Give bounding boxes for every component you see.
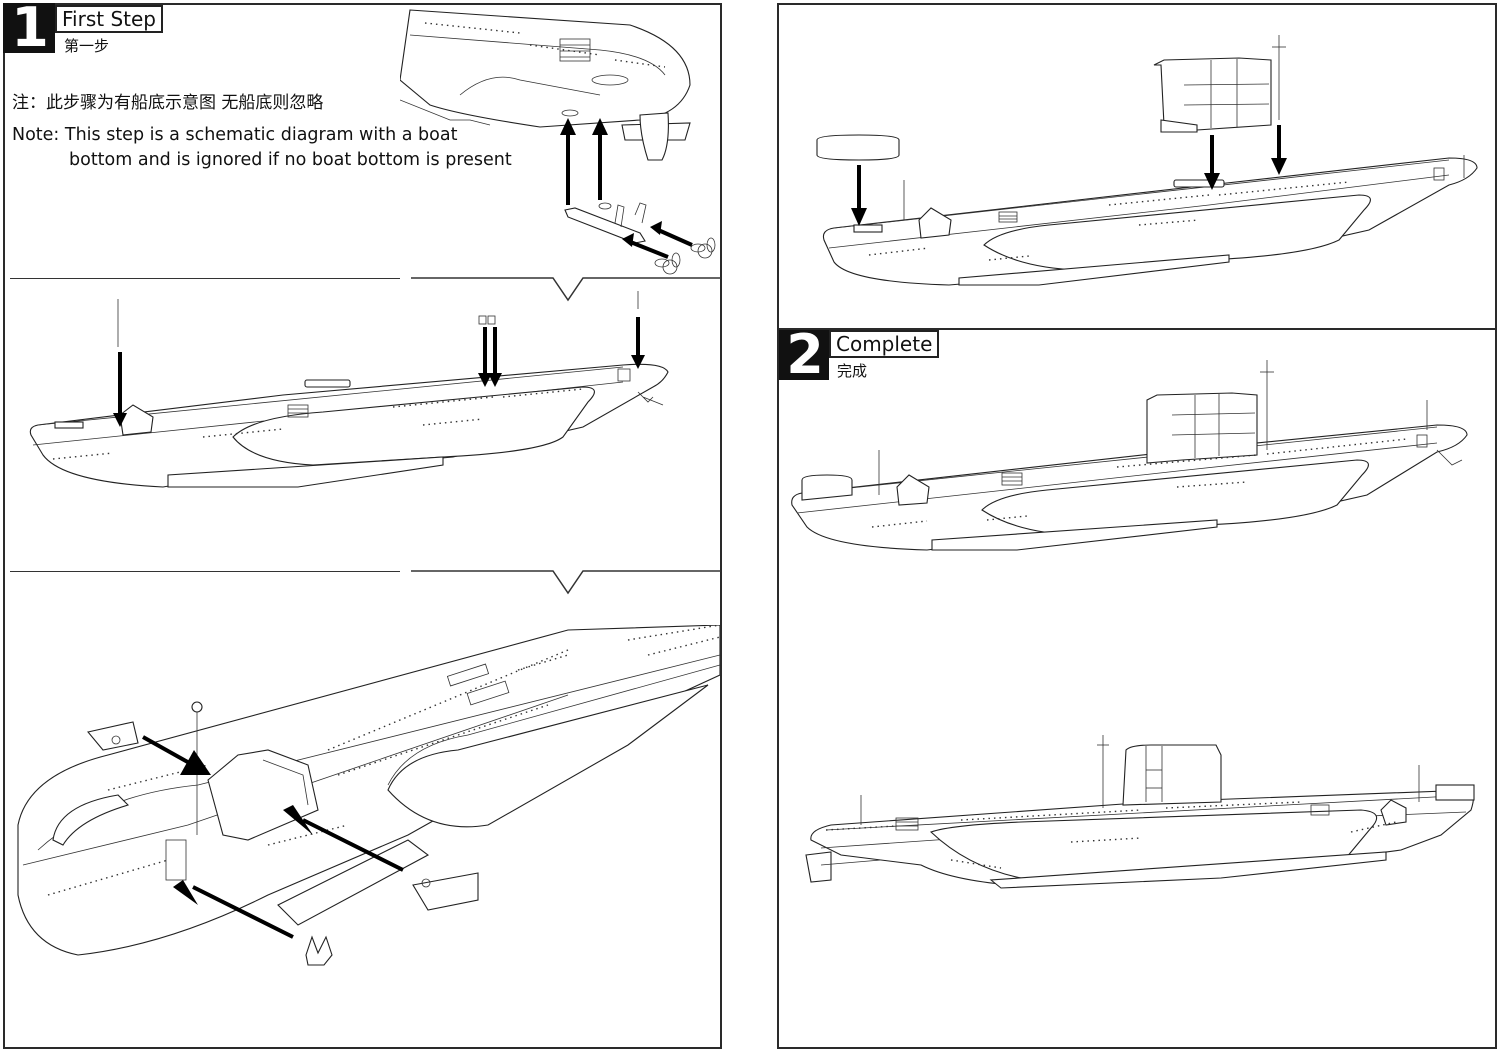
- note-english-line-2: bottom and is ignored if no boat bottom …: [69, 150, 512, 170]
- step-2-number: 2: [786, 323, 824, 386]
- step-1-title: First Step: [55, 5, 163, 33]
- arrow-propeller-right: [655, 227, 693, 247]
- completed-submarine-view-2: [805, 735, 1475, 889]
- step-1-badge: 1: [3, 1, 55, 55]
- bow-deck-bracket: [207, 749, 319, 841]
- section-divider-1b: [411, 277, 721, 302]
- section-divider-1a: [10, 278, 400, 279]
- conning-tower: [1122, 744, 1222, 806]
- note-chinese: 注：此步骤为有船底示意图 无船底则忽略: [12, 93, 324, 113]
- completed-submarine-view-1: [791, 360, 1468, 551]
- rudder: [639, 112, 669, 161]
- deck-grilles: [446, 663, 510, 706]
- step-2-divider: [779, 328, 1495, 330]
- step-1-title-cn: 第一步: [64, 37, 110, 55]
- propeller-left: [654, 252, 681, 275]
- step-1-number: 1: [11, 0, 49, 59]
- deck-fittings-pair: [478, 315, 496, 325]
- bow-closeup-diagram: [17, 625, 720, 966]
- step-2-title-cn: 完成: [837, 362, 868, 380]
- stern-underside-diagram: [400, 9, 716, 275]
- conning-tower-diagram: [816, 35, 1478, 286]
- hull-underside: [400, 9, 691, 128]
- bow-hatch-bracket-part: [305, 935, 333, 966]
- arrow-hatch-bracket: [192, 885, 294, 939]
- hull-side-antennas-diagram: [29, 291, 669, 488]
- bow-dive-plane-right: [412, 872, 479, 911]
- propeller-right: [690, 237, 716, 259]
- step-2-title: Complete: [829, 330, 940, 358]
- step-1-panel: 1 First Step 第一步 注：此步骤为有船底示意图 无船底则忽略 Not…: [3, 1, 722, 1049]
- section-divider-2a: [10, 571, 400, 572]
- arrow-dive-plane-left: [142, 735, 194, 767]
- submarine-side-view: [29, 363, 669, 488]
- section-divider-2b: [411, 570, 721, 595]
- step-2-panel: 2 Complete 完成: [777, 3, 1497, 1049]
- submarine-side-view-top: [822, 155, 1478, 286]
- rudder: [805, 851, 832, 883]
- deck-cylinder-part: [816, 134, 900, 161]
- propeller-shaft-bracket: [564, 207, 646, 244]
- step-2-badge: 2: [779, 328, 829, 382]
- bow-hatch: [52, 794, 130, 846]
- conning-tower: [1146, 392, 1258, 464]
- conning-tower-sail-part: [1153, 57, 1272, 133]
- note-english-line-1: Note: This step is a schematic diagram w…: [12, 125, 458, 145]
- bow-dive-plane-left: [86, 721, 139, 751]
- submarine-bow-perspective: [17, 625, 720, 956]
- arrow-propeller-left: [627, 239, 669, 259]
- periscope-mast-part: [1272, 35, 1286, 120]
- arrow-dive-plane-right: [302, 818, 404, 872]
